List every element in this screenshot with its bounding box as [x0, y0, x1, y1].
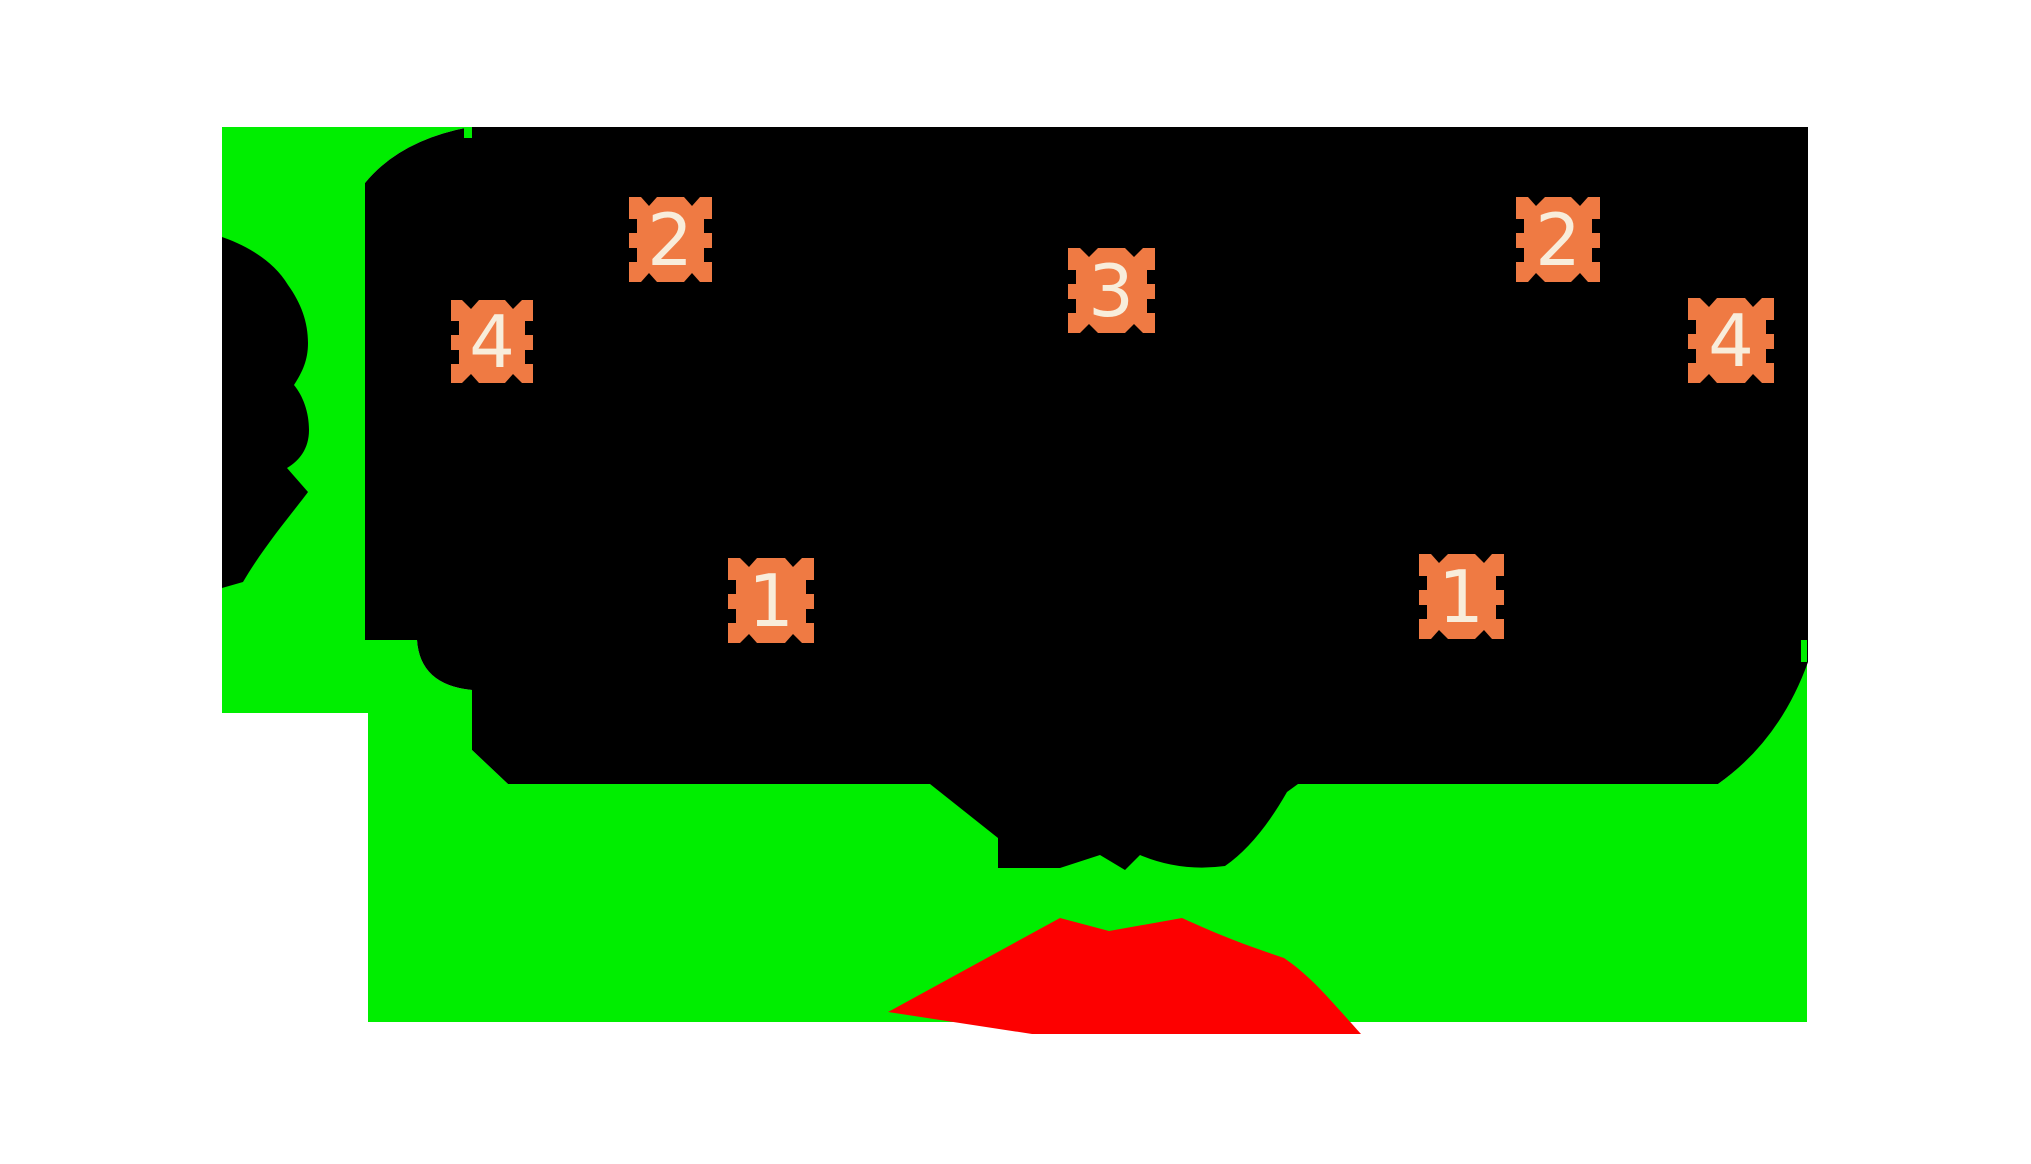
marker-square — [1688, 298, 1774, 383]
green-notch-right — [1801, 640, 1807, 662]
marker-1-right[interactable]: 1 — [1419, 554, 1504, 639]
marker-square — [629, 197, 712, 282]
marker-number: 3 — [1088, 249, 1134, 333]
marker-number: 1 — [1438, 555, 1484, 639]
feet-silhouette-blob — [930, 784, 1298, 870]
marker-number: 2 — [1535, 198, 1581, 282]
marker-4-left[interactable]: 4 — [451, 300, 533, 384]
marker-square — [1419, 554, 1504, 639]
marker-square — [1068, 248, 1155, 333]
marker-3-center[interactable]: 3 — [1068, 248, 1155, 333]
marker-number: 1 — [748, 559, 794, 643]
profile-silhouette-left — [222, 237, 309, 588]
marker-2-left[interactable]: 2 — [629, 197, 712, 282]
marker-number: 2 — [647, 198, 693, 282]
green-backdrop-shape — [222, 127, 1807, 1022]
marker-number: 4 — [1708, 299, 1754, 383]
red-mound-shape — [888, 918, 1361, 1034]
marker-number: 4 — [469, 300, 515, 384]
marker-square — [1516, 197, 1600, 282]
marker-2-right[interactable]: 2 — [1516, 197, 1600, 282]
marker-1-left[interactable]: 1 — [728, 558, 814, 643]
marker-square — [728, 558, 814, 643]
marker-4-right[interactable]: 4 — [1688, 298, 1774, 383]
marker-square — [451, 300, 533, 383]
green-notch-top — [464, 127, 472, 138]
